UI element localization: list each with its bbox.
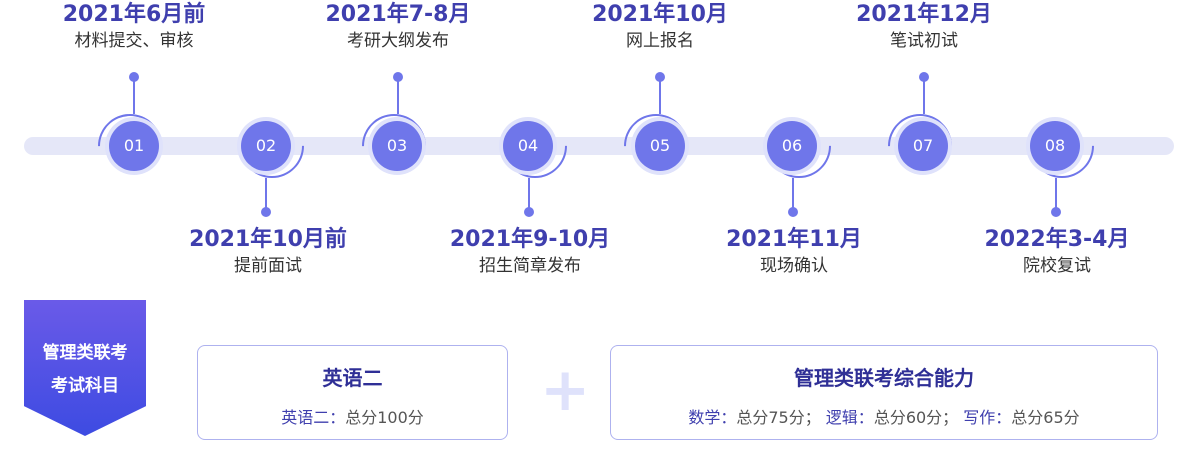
ribbon-line1: 管理类联考 [42, 343, 128, 363]
timeline-dot [1051, 207, 1061, 217]
timeline-dot [261, 207, 271, 217]
timeline-stem [792, 178, 794, 210]
comprehensive-box: 管理类联考综合能力 数学：总分75分； 逻辑：总分60分； 写作：总分65分 [610, 345, 1158, 440]
milestone-date: 2021年7-8月 [325, 2, 471, 27]
timeline-stem [923, 80, 925, 114]
timeline-node-01: 01 [109, 121, 159, 171]
comprehensive-detail: 数学：总分75分； 逻辑：总分60分； 写作：总分65分 [611, 404, 1157, 428]
timeline-stem [659, 80, 661, 114]
milestone-desc: 院校复试 [1023, 256, 1091, 276]
timeline-stem [265, 178, 267, 210]
timeline-label-05: 2021年10月 网上报名 [550, 1, 770, 53]
subject-ribbon: 管理类联考 考试科目 [24, 300, 146, 436]
ribbon-line2: 考试科目 [51, 376, 119, 396]
milestone-desc: 现场确认 [760, 256, 828, 276]
timeline-dot [524, 207, 534, 217]
timeline-label-02: 2021年10月前 提前面试 [158, 226, 378, 278]
milestone-date: 2022年3-4月 [984, 227, 1130, 252]
milestone-desc: 提前面试 [234, 256, 302, 276]
timeline-dot [129, 72, 139, 82]
english-detail: 英语二：总分100分 [198, 404, 507, 428]
timeline-label-04: 2021年9-10月 招生简章发布 [420, 226, 640, 278]
milestone-date: 2021年12月 [856, 2, 992, 27]
timeline-stem [133, 80, 135, 114]
timeline-node-07: 07 [898, 121, 948, 171]
timeline-node-03: 03 [372, 121, 422, 171]
timeline-stem [397, 80, 399, 114]
writing-value: 总分65分 [1011, 408, 1080, 427]
milestone-date: 2021年9-10月 [449, 227, 611, 252]
writing-key: 写作： [963, 408, 1012, 427]
timeline-node-08: 08 [1030, 121, 1080, 171]
english-key: 英语二： [281, 408, 346, 427]
math-value: 总分75分； [736, 408, 821, 427]
timeline-dot [919, 72, 929, 82]
english-box: 英语二 英语二：总分100分 [197, 345, 508, 440]
comprehensive-title: 管理类联考综合能力 [794, 366, 974, 390]
milestone-desc: 招生简章发布 [479, 256, 581, 276]
milestone-date: 2021年6月前 [62, 2, 206, 27]
english-value: 总分100分 [345, 408, 424, 427]
plus-icon: + [540, 355, 591, 425]
timeline-label-06: 2021年11月 现场确认 [684, 226, 904, 278]
timeline-node-02: 02 [241, 121, 291, 171]
timeline-node-04: 04 [503, 121, 553, 171]
english-title: 英语二 [322, 366, 383, 390]
milestone-date: 2021年10月前 [189, 227, 347, 252]
milestone-desc: 考研大纲发布 [347, 31, 449, 51]
milestone-desc: 网上报名 [626, 31, 694, 51]
logic-value: 总分60分； [873, 408, 959, 427]
timeline-label-07: 2021年12月 笔试初试 [814, 1, 1034, 53]
timeline-label-01: 2021年6月前 材料提交、审核 [24, 1, 244, 53]
math-key: 数学： [688, 408, 737, 427]
milestone-date: 2021年10月 [592, 2, 728, 27]
timeline-node-06: 06 [767, 121, 817, 171]
timeline-stem [1055, 178, 1057, 210]
timeline-label-08: 2022年3-4月 院校复试 [947, 226, 1167, 278]
timeline-dot [655, 72, 665, 82]
timeline-node-05: 05 [635, 121, 685, 171]
logic-key: 逻辑： [825, 408, 874, 427]
milestone-desc: 材料提交、审核 [74, 31, 194, 51]
timeline-dot [393, 72, 403, 82]
timeline-label-03: 2021年7-8月 考研大纲发布 [288, 1, 508, 53]
timeline-track [24, 137, 1174, 155]
timeline-stem [528, 178, 530, 210]
milestone-desc: 笔试初试 [890, 31, 958, 51]
milestone-date: 2021年11月 [726, 227, 862, 252]
timeline-dot [788, 207, 798, 217]
